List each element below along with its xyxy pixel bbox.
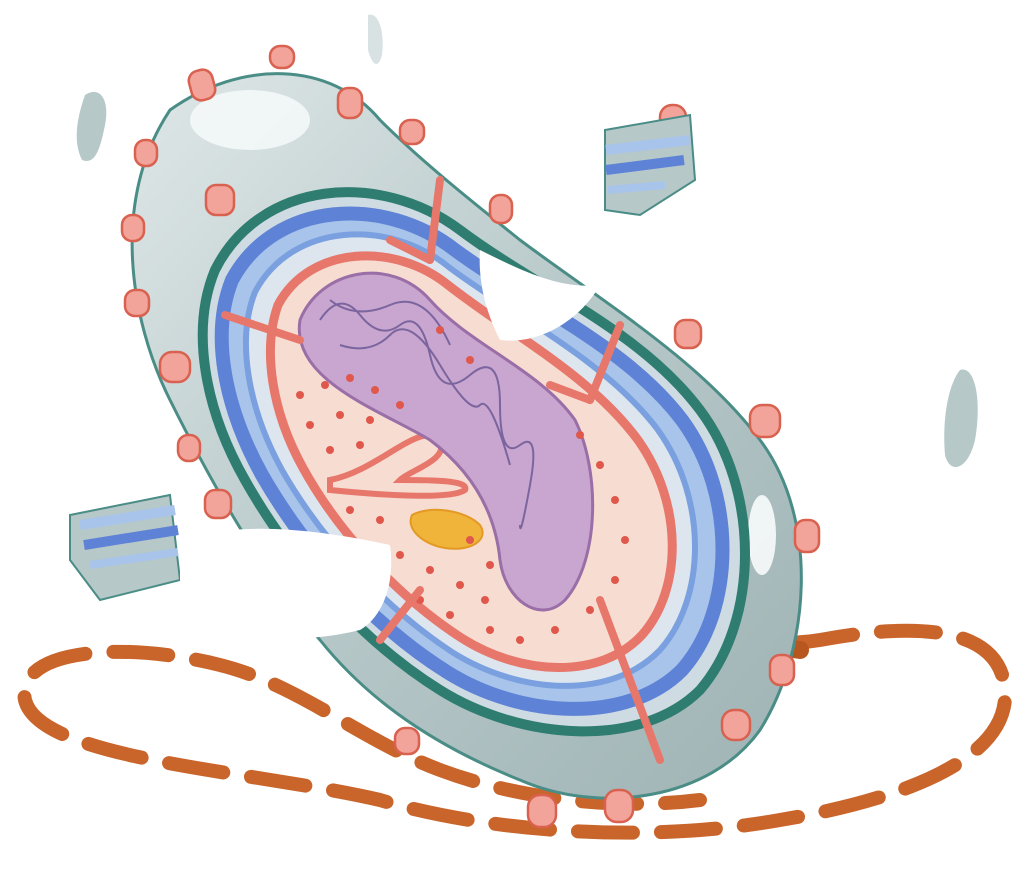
wall-fragment-small (944, 370, 977, 467)
wall-fragment-right (605, 115, 695, 215)
cutaway-gap (180, 529, 391, 639)
wall-fragment-left (70, 495, 180, 600)
capsule-highlight (748, 495, 776, 575)
wall-fragment-small (368, 15, 383, 64)
wall-fragment-small (77, 92, 107, 161)
